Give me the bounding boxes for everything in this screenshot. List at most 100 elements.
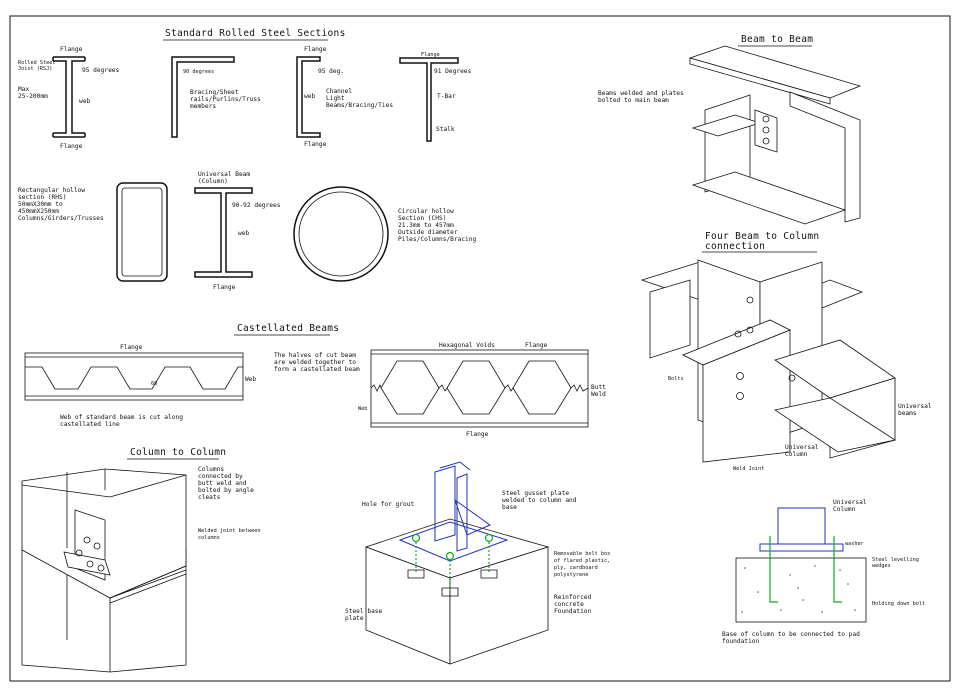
standard-sections-title: Standard Rolled Steel Sections bbox=[165, 28, 346, 39]
butt-weld-marks bbox=[370, 383, 589, 392]
chs-outer bbox=[293, 186, 389, 282]
hexagonal-void-2 bbox=[446, 360, 506, 415]
castellated-flange2-label: Flange bbox=[525, 342, 548, 349]
angle-section: 90 degrees Bracing/Sheet rails/Purlins/T… bbox=[171, 56, 261, 138]
chs-line2: Section (CHS) bbox=[398, 215, 446, 222]
rsj-max: Max bbox=[18, 86, 29, 93]
channel-flange-bottom: Flange bbox=[304, 141, 327, 148]
uc-label1: Universal bbox=[785, 444, 819, 451]
main-beam-web bbox=[789, 91, 861, 223]
castellated-cut-line bbox=[25, 366, 243, 390]
castellated-flange-bottom: Flange bbox=[466, 431, 489, 438]
chs-section: Circular hollow Section (CHS) 21.3mm to … bbox=[293, 186, 477, 282]
fb-bolt-4 bbox=[746, 326, 754, 334]
angle-line1: Bracing/Sheet bbox=[190, 89, 239, 96]
gusset-plate bbox=[454, 498, 492, 536]
hexagonal-voids-label: Hexagonal Voids bbox=[439, 342, 495, 349]
bolt-2 bbox=[93, 542, 101, 550]
wedges-label2: wedges bbox=[872, 563, 891, 569]
b2b-note1: Beams welded and plates bbox=[598, 90, 684, 97]
bolt-4 bbox=[86, 560, 94, 568]
hexagonal-void-3 bbox=[512, 360, 572, 415]
pad-base-plate bbox=[759, 543, 844, 552]
bolt-5 bbox=[97, 564, 105, 572]
c2c-note5: cleats bbox=[198, 494, 221, 501]
castellated-group: Castellated Beams Flange Web 60 Web of s… bbox=[24, 323, 606, 438]
rhs-inner bbox=[121, 187, 163, 277]
bolt-3 bbox=[75, 549, 83, 557]
column-and-gusset bbox=[434, 461, 471, 552]
ub-section: Universal Beam (Column) 90-92 degrees we… bbox=[194, 171, 281, 291]
rsj-section: Flange Rolled Steel Joist (RSJ) 95 degre… bbox=[18, 46, 120, 150]
castellated-flange-label: Flange bbox=[120, 344, 143, 351]
fb-bolt-2 bbox=[736, 392, 744, 400]
tbar-label: T-Bar bbox=[437, 93, 456, 100]
halves-note3: form a castellated beam bbox=[274, 366, 360, 373]
rsj-range: 25-200mm bbox=[18, 93, 48, 100]
tbar-angle: 91 Degrees bbox=[434, 68, 472, 75]
standard-sections-group: Standard Rolled Steel Sections Flange Ro… bbox=[18, 28, 477, 291]
four-beam-group: Four Beam to Column connection Bolts Uni… bbox=[640, 231, 932, 472]
butt-weld-line bbox=[109, 565, 187, 599]
concrete-note1: Reinforced bbox=[554, 594, 592, 601]
tbar-profile bbox=[399, 57, 459, 142]
rsj-flange-bottom: Flange bbox=[60, 143, 83, 150]
castellated-web-label: Web bbox=[245, 376, 256, 383]
rhs-section: Rectangular hollow section (RHS) 50mmX30… bbox=[18, 182, 168, 282]
bolt-box-note1: Removable bolt box bbox=[554, 551, 610, 557]
column-to-column-group: Column to Column Columns connected by bu… bbox=[21, 447, 260, 673]
concrete-note2: concrete bbox=[554, 601, 584, 608]
tbar-section: Flange 91 Degrees T-Bar Stalk bbox=[399, 52, 472, 142]
pad-note2: foundation bbox=[722, 638, 760, 645]
channel-line3: Beams/Bracing/Ties bbox=[326, 102, 393, 109]
rhs-line4: 450mmX250mm bbox=[18, 208, 59, 215]
uc-label2: Column bbox=[785, 451, 808, 458]
rhs-line2: section (RHS) bbox=[18, 194, 66, 201]
wedges-label1: Steel levelling bbox=[872, 557, 919, 563]
ub-beams-label2: beams bbox=[898, 410, 917, 417]
ub-angle: 90-92 degrees bbox=[232, 202, 281, 209]
beam-front-web bbox=[702, 329, 791, 463]
pad-foundation-group: Universal Column washer Steel levelling … bbox=[722, 499, 925, 645]
tbar-flange: Flange bbox=[421, 52, 440, 58]
bolt-box-note4: polystyrene bbox=[554, 572, 588, 578]
fb-bolt-5 bbox=[746, 296, 754, 304]
chs-line4: Outside diameter bbox=[398, 229, 458, 236]
fb-bolt-1 bbox=[736, 372, 744, 380]
castellated-title: Castellated Beams bbox=[237, 323, 339, 334]
rsj-profile bbox=[52, 56, 86, 138]
b2b-note2: bolted to main beam bbox=[598, 97, 669, 104]
castellated-cut-note1: Web of standard beam is cut along bbox=[60, 414, 183, 421]
channel-flange-top: Flange bbox=[304, 46, 327, 53]
four-beam-title1: Four Beam to Column bbox=[705, 231, 819, 242]
hd-bolt-label: Holding down bolt bbox=[872, 601, 925, 607]
rsj-rolled: Rolled Steel bbox=[18, 60, 55, 66]
channel-profile bbox=[296, 56, 321, 138]
beam-to-beam-group: Beam to Beam Beams welded and plates bol… bbox=[598, 34, 862, 225]
column-to-column-title: Column to Column bbox=[130, 447, 226, 458]
bolts-label: Bolts bbox=[668, 376, 684, 382]
drawing-border bbox=[9, 15, 951, 682]
standard-beam-elevation bbox=[24, 352, 244, 401]
c2c-weld1: Welded joint between bbox=[198, 528, 260, 534]
steel-base-plate bbox=[398, 521, 509, 562]
channel-line1: Channel bbox=[326, 88, 352, 95]
base-plate-note1: Steel base bbox=[345, 608, 383, 615]
angle-line2: rails/Purlins/Truss bbox=[190, 96, 261, 103]
castellated-angle: 60 bbox=[151, 381, 157, 387]
c2c-weld2: columns bbox=[198, 535, 220, 541]
concrete-stipple bbox=[741, 565, 856, 613]
rsj-web: web bbox=[79, 98, 90, 105]
chs-line1: Circular hollow bbox=[398, 208, 454, 215]
c2c-note3: butt weld and bbox=[198, 480, 247, 487]
butt-label: Butt bbox=[591, 384, 606, 391]
fb-bolt-3 bbox=[734, 330, 742, 338]
angle-line3: members bbox=[190, 103, 216, 110]
fin-plate bbox=[754, 109, 778, 153]
weld-label: Weld bbox=[591, 391, 606, 398]
rsj-flange-top: Flange bbox=[60, 46, 83, 53]
main-beam-top-flange bbox=[688, 45, 862, 99]
rsj-angle: 95 degrees bbox=[82, 67, 120, 74]
pad-foundation bbox=[735, 557, 867, 623]
